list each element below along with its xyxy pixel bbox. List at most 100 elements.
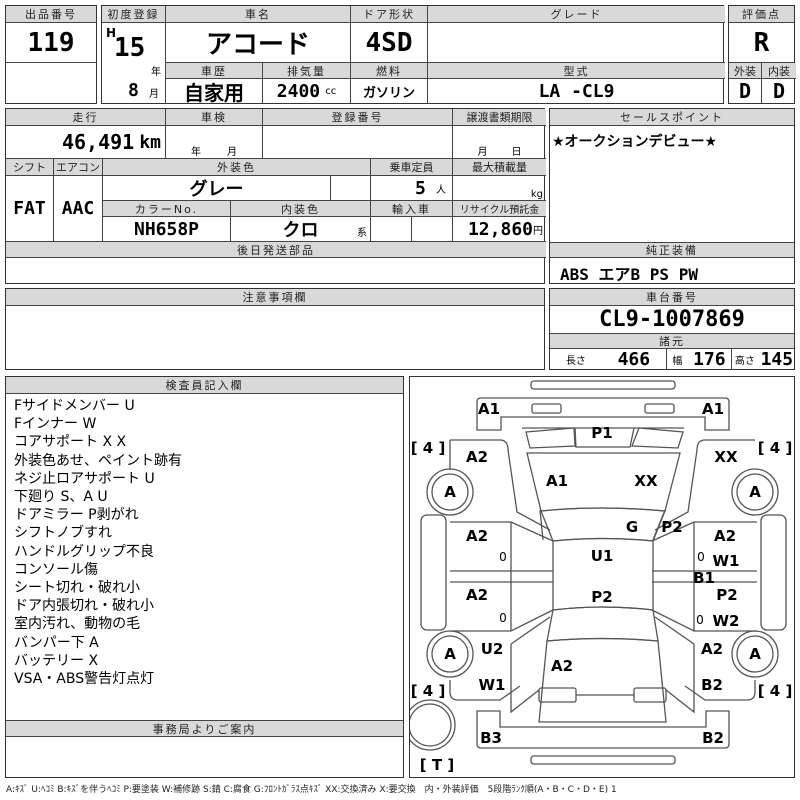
damage-label: P2 [591, 588, 613, 606]
width: 176 [693, 349, 726, 369]
damage-label: G [625, 518, 639, 536]
damage-label: W2 [712, 612, 740, 630]
model-header: 型式 [428, 63, 725, 79]
inspector-note: コンソール傷 [14, 561, 98, 578]
damage-label: 0 [696, 613, 704, 627]
lot-number: 119 [6, 23, 96, 63]
damage-label: XX [634, 472, 658, 490]
score-header: 評価点 [729, 6, 794, 23]
color-extra [331, 176, 371, 201]
front-bumper [476, 397, 730, 431]
capacity-cell: 5 人 [371, 176, 453, 201]
inspector-note: コアサポート X X [14, 434, 127, 451]
damage-label: A2 [465, 586, 489, 604]
inspector-note: 下廻り S、A U [14, 489, 108, 506]
damage-label: [ 4 ] [410, 682, 446, 700]
history: 自家用 [166, 79, 263, 103]
windshield [540, 507, 666, 542]
cc-unit: cc [325, 85, 337, 97]
recycle-header: リサイクル預託金 [453, 201, 546, 217]
sales-box: セールスポイント ★オークションデビュー★ 純正装備 ABS エアB PS PW [549, 108, 795, 284]
details-box: 走行 車検 登録番号 譲渡書類期限 46,491 km 年月 月日 シフト エア… [5, 108, 546, 284]
equipment-header: 純正装備 [550, 242, 794, 258]
length-label: 長さ [565, 355, 586, 367]
damage-label: [ 4 ] [410, 439, 446, 457]
height-cell: 高さ 145 [732, 349, 796, 369]
fuel: ガソリン [351, 79, 428, 103]
shift-header: シフト [6, 159, 54, 176]
left-fender [449, 439, 551, 531]
year-unit: 年 [151, 67, 161, 78]
damage-label: 0 [697, 550, 705, 564]
rear-fenders [449, 680, 756, 701]
month-unit: 月 [149, 89, 159, 100]
inspector-note: シート切れ・破れ小 [14, 580, 140, 597]
hood [526, 452, 681, 541]
inspector-note: ハンドルグリップ不良 [14, 543, 154, 560]
height-label: 高さ [734, 355, 755, 367]
damage-label: A [749, 645, 761, 663]
rear-bumper [476, 710, 730, 749]
load-header: 最大積載量 [453, 159, 546, 176]
front-bumper-bar [530, 380, 676, 390]
damage-label: B1 [693, 569, 715, 587]
score-box: 評価点 R 外装 内装 D D [728, 5, 796, 104]
damage-label: B2 [702, 729, 724, 747]
sales-point-text: ★オークションデビュー★ [552, 134, 718, 150]
inspector-note: Fサイドメンバー U [14, 398, 135, 414]
taillight-right [633, 687, 667, 703]
right-skirt [760, 514, 787, 631]
legend: A:ｷｽﾞ U:ﾍｺﾐ B:ｷｽﾞを伴うﾍｺﾐ P:要塗装 W:補修跡 S:錆 … [6, 785, 617, 795]
interior-color-suffix: 系 [357, 228, 367, 239]
inspector-note: ドア内張切れ・破れ小 [14, 598, 154, 615]
displacement-cell: 2400 cc [263, 79, 351, 103]
grade [428, 23, 725, 63]
year-unit: 年 [191, 147, 201, 158]
import-cell-2 [412, 217, 453, 242]
interior-color-cell: クロ系 [231, 217, 371, 242]
damage-label: A2 [465, 448, 489, 466]
era: H [106, 26, 117, 40]
ac-header: エアコン [54, 159, 103, 176]
damage-label: P2 [661, 518, 683, 536]
chassis-header: 車台番号 [550, 289, 794, 306]
exterior-header: 外装 [729, 63, 762, 79]
plate-value [263, 126, 453, 159]
damage-label: U1 [590, 547, 614, 565]
damage-label: A2 [550, 657, 574, 675]
trunk [538, 637, 667, 723]
plate-header: 登録番号 [263, 109, 453, 126]
inspector-note: VSA・ABS警告灯点灯 [14, 671, 155, 688]
damage-label: A [749, 483, 761, 501]
damage-label: A [444, 483, 456, 501]
damage-label: A [444, 645, 456, 663]
interior-color-header: 内装色 [231, 201, 371, 217]
yen-unit: 円 [533, 225, 543, 237]
damage-label: A1 [477, 400, 501, 418]
name-header: 車名 [166, 6, 351, 23]
transfer-cell: 月日 [453, 126, 546, 159]
damage-label: A2 [713, 527, 737, 545]
damage-label: [ T ] [419, 756, 455, 774]
mileage-header: 走行 [6, 109, 166, 126]
reg-year: 15 [114, 33, 146, 63]
inspector-note: 外装色あせ、ペイント跡有 [14, 452, 182, 469]
mileage-cell: 46,491 km [6, 126, 166, 159]
lot-header: 出品番号 [6, 6, 96, 23]
damage-label: 0 [499, 611, 507, 625]
damage-label: 0 [499, 550, 507, 564]
damage-label: P1 [591, 424, 613, 442]
exterior-score: D [729, 79, 762, 103]
height: 145 [760, 349, 794, 369]
damage-label: B2 [701, 676, 723, 694]
lot-box: 出品番号 119 [5, 5, 97, 104]
import-cell-1 [371, 217, 412, 242]
chassis-number: CL9-1007869 [550, 306, 794, 334]
grade-header: グレード [428, 6, 725, 23]
transfer-header: 譲渡書類期限 [453, 109, 546, 126]
exterior-color: グレー [103, 176, 331, 201]
inspector-note: バンパー下 A [14, 634, 99, 651]
damage-label: P2 [716, 586, 738, 604]
